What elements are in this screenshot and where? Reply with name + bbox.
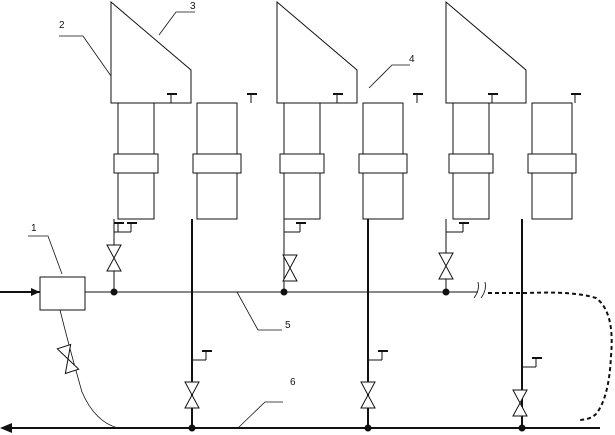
bypass-line	[56, 309, 119, 429]
label-6: 6	[290, 377, 296, 388]
leader-lines	[28, 11, 410, 429]
return-branch-2	[360, 219, 389, 432]
valve-icon	[106, 244, 122, 272]
bypass-valve-icon	[56, 343, 80, 375]
tap-icon	[332, 93, 344, 104]
valve-icon	[184, 381, 200, 409]
device-1-box	[39, 276, 86, 311]
label-2: 2	[59, 20, 65, 31]
module-3	[445, 1, 582, 220]
valve-icon	[438, 252, 454, 280]
tap-icon	[570, 93, 582, 104]
dashed-loop-line	[488, 291, 613, 421]
return-header-line	[0, 423, 600, 433]
module-2	[276, 1, 424, 220]
tap-icon	[201, 350, 213, 361]
tap-icon	[166, 93, 178, 104]
tap-icon	[246, 93, 258, 104]
tap-icon	[412, 93, 424, 104]
label-1: 1	[31, 223, 37, 234]
tap-icon	[377, 350, 389, 361]
tap-icon	[295, 222, 307, 233]
return-branch-3	[512, 219, 543, 432]
valve-icon	[282, 254, 298, 282]
tap-icon	[126, 222, 138, 233]
supply-branch-1	[106, 219, 138, 296]
label-3: 3	[190, 1, 196, 12]
valve-icon	[360, 381, 376, 409]
valve-icon	[512, 389, 528, 417]
supply-branch-2	[280, 219, 307, 296]
supply-branch-3	[438, 219, 470, 296]
label-5: 5	[285, 320, 291, 331]
tap-icon	[113, 222, 125, 233]
tap-icon	[487, 93, 499, 104]
tap-icon	[458, 222, 470, 233]
label-4: 4	[409, 54, 415, 65]
module-1	[110, 1, 258, 220]
return-branch-1	[184, 219, 213, 432]
tap-icon	[531, 357, 543, 368]
